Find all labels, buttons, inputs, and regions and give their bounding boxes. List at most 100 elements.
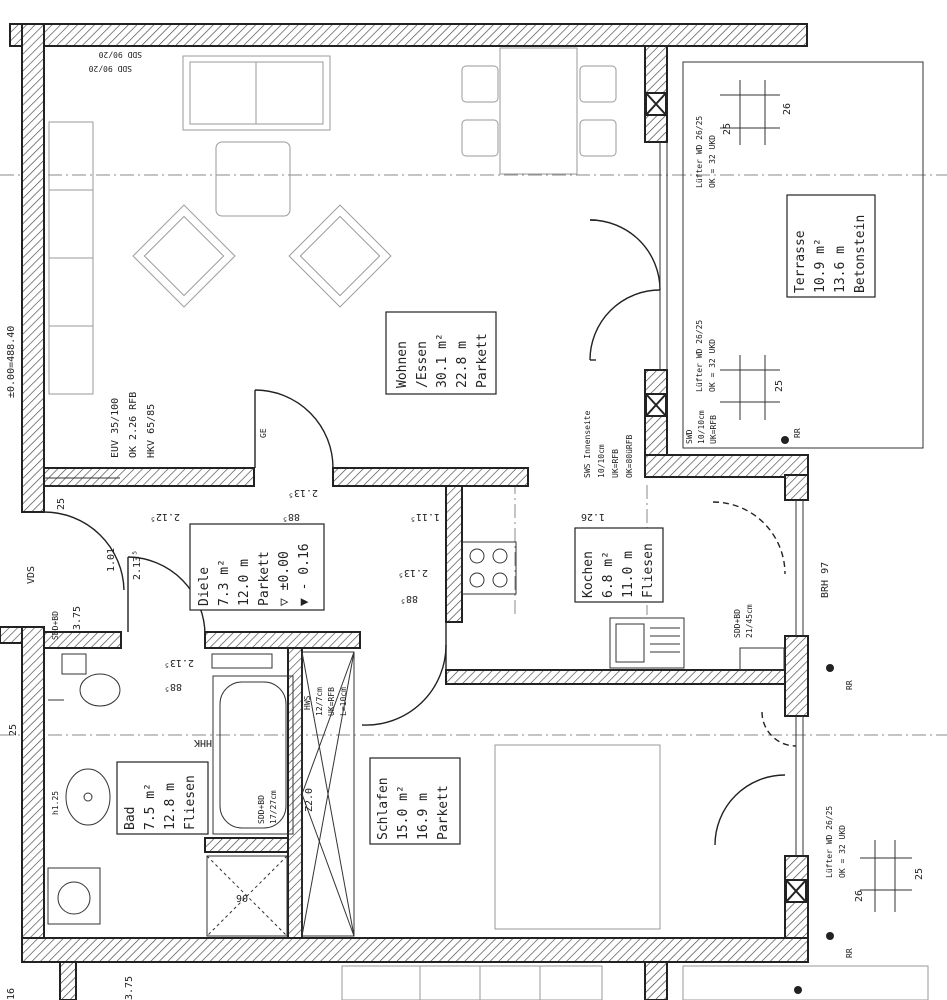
armchair-left (132, 204, 236, 308)
diele-level: ▽ ±0.00 (277, 551, 292, 606)
terrace-outline (682, 61, 924, 449)
euv-hkv-label: HKV 65/85 (146, 404, 157, 458)
dim-luefter-bottom-26: 26 (854, 890, 865, 902)
bottom-stub-right (644, 961, 668, 1000)
toilet (47, 867, 101, 925)
schlafen-area: 15.0 m² (396, 785, 411, 840)
dim-schlafen-door-height: 88⁵ (400, 593, 418, 604)
armchair-right (288, 204, 392, 308)
wohnen-floor: Parkett (475, 333, 490, 388)
dim-far-left-25: 25 (8, 724, 19, 736)
kitchen-sdd-size: 21/45cm (745, 604, 754, 638)
room-label-wohnen: Wohnen /Essen 30.1 m² 22.8 m Parkett (385, 311, 497, 395)
elevation-label: ±0.00=488.40 (6, 326, 17, 398)
luefter-mid-ok: OK = 32 UKD (708, 339, 717, 392)
window-kitchen-swing (712, 501, 786, 575)
luefter-top-label: Lüfter WD 26/25 (695, 116, 704, 188)
diele-perimeter: 12.0 m (237, 559, 252, 606)
dim-diele-width: 2.12⁵ (150, 511, 180, 522)
windows (44, 61, 924, 856)
swd-uk: UK=RFB (709, 415, 718, 444)
dim-luefter-bottom-25: 25 (914, 868, 925, 880)
dining-table (499, 47, 578, 175)
wohnen-area: 30.1 m² (435, 333, 450, 388)
room-label-schlafen: Schlafen 15.0 m² 16.9 m Parkett (369, 757, 461, 845)
right-wall-a (784, 474, 809, 501)
rr-label-2: RR (845, 680, 854, 690)
bad-name: Bad (123, 807, 138, 830)
room-label-terrasse: Terrasse 10.9 m² 13.6 m Betonstein (786, 194, 876, 298)
dim-bottom-75: 3.75 (124, 976, 135, 1000)
hws-label: HWS (303, 695, 312, 710)
chair (461, 65, 499, 103)
euv-ok-label: OK 2.26 RFB (128, 392, 139, 458)
luefter-mid-label: Lüfter WD 26/25 (695, 320, 704, 392)
left-wall-upper (21, 23, 45, 513)
luefter-bottom-ok: OK = 32 UKD (838, 825, 847, 878)
furniture (47, 47, 929, 1000)
kitchen-sdd-label: SDD+BD (733, 609, 742, 638)
room-label-diele: Diele 7.3 m² 12.0 m Parkett ▽ ±0.00 ▼ - … (189, 523, 325, 611)
schlafen-perimeter: 16.9 m (416, 793, 431, 840)
diele-floor: Parkett (257, 551, 272, 606)
diele-top-wall-left (43, 467, 255, 487)
sws-uk: UK=RFB (611, 449, 620, 478)
bad-floor: Fliesen (183, 775, 198, 830)
sdd-left-label: SDD+BD (51, 611, 60, 640)
wohnen-perimeter: 22.8 m (455, 341, 470, 388)
door-schlafen (361, 644, 447, 726)
bad-perimeter: 12.8 m (163, 783, 178, 830)
door-terrace-left (589, 219, 661, 291)
terrasse-perimeter: 13.6 m (833, 246, 848, 293)
vds-label: VDS (26, 566, 37, 584)
ge-label: GE (259, 428, 268, 438)
door-wohnen (254, 389, 334, 469)
bath-sdd-size: 17/27cm (269, 790, 278, 824)
wardrobe-label: Z2.0 (304, 788, 315, 812)
left-wall-lower (21, 626, 45, 963)
diele-top-wall-right (332, 467, 529, 487)
dim-hhk: HHK (194, 737, 212, 748)
left-outer-stub (0, 626, 23, 644)
door-entry (43, 511, 125, 591)
dim-bad-door-height: 88⁵ (164, 681, 182, 692)
dim-left-375: 3.75 (72, 606, 83, 630)
dim-kitchen-opening: 1.11⁵ (410, 511, 440, 522)
sdd-top-label: SDD 90/20 (98, 50, 142, 59)
euv-label: EUV 35/100 (110, 398, 121, 458)
kochen-area: 6.8 m² (601, 551, 616, 598)
dim-bad-door-width: 2.13⁵ (164, 657, 194, 668)
dim-entry-101: 1.01 (106, 548, 117, 572)
dim-luefter-mid-25: 25 (774, 380, 785, 392)
swd-label: SWD (685, 429, 694, 444)
bottom-stub-left (59, 961, 77, 1000)
bath-right-wall (287, 647, 303, 939)
door-schlafen-window (714, 774, 786, 846)
right-wall-b (784, 635, 809, 717)
dim-entry-213: 2.13⁵ (132, 550, 143, 580)
room-label-kochen: Kochen 6.8 m² 11.0 m Fliesen (574, 527, 664, 603)
coffee-table (215, 141, 291, 217)
shower-wall (204, 837, 289, 853)
doors (43, 219, 797, 846)
top-wall (9, 23, 808, 47)
bath-top-wall (204, 631, 361, 649)
swd-size: 10/10cm (697, 410, 706, 444)
dim-h125: h1.25 (51, 791, 60, 815)
kitchen-left-wall (445, 485, 463, 623)
kitchen-bottom-wall (445, 669, 786, 685)
sws-label: SWS Innenseite (583, 410, 592, 478)
dim-bottom-16: 16 (6, 988, 17, 1000)
diele-area: 7.3 m² (217, 559, 232, 606)
dim-luefter-top-25: 25 (722, 123, 733, 135)
shower (206, 855, 288, 937)
wc-bowl (79, 673, 121, 707)
sofa-top (182, 55, 331, 131)
rr-label-1: RR (793, 428, 802, 438)
rr-label-3: RR (845, 948, 854, 958)
hws-size: 12/7cm (315, 687, 324, 716)
annotations: ±0.00=488.40 EUV 35/100 OK 2.26 RFB HKV … (6, 50, 925, 1000)
bad-area: 7.5 m² (143, 783, 158, 830)
dim-kitchen-depth: 1.26 (581, 511, 605, 522)
